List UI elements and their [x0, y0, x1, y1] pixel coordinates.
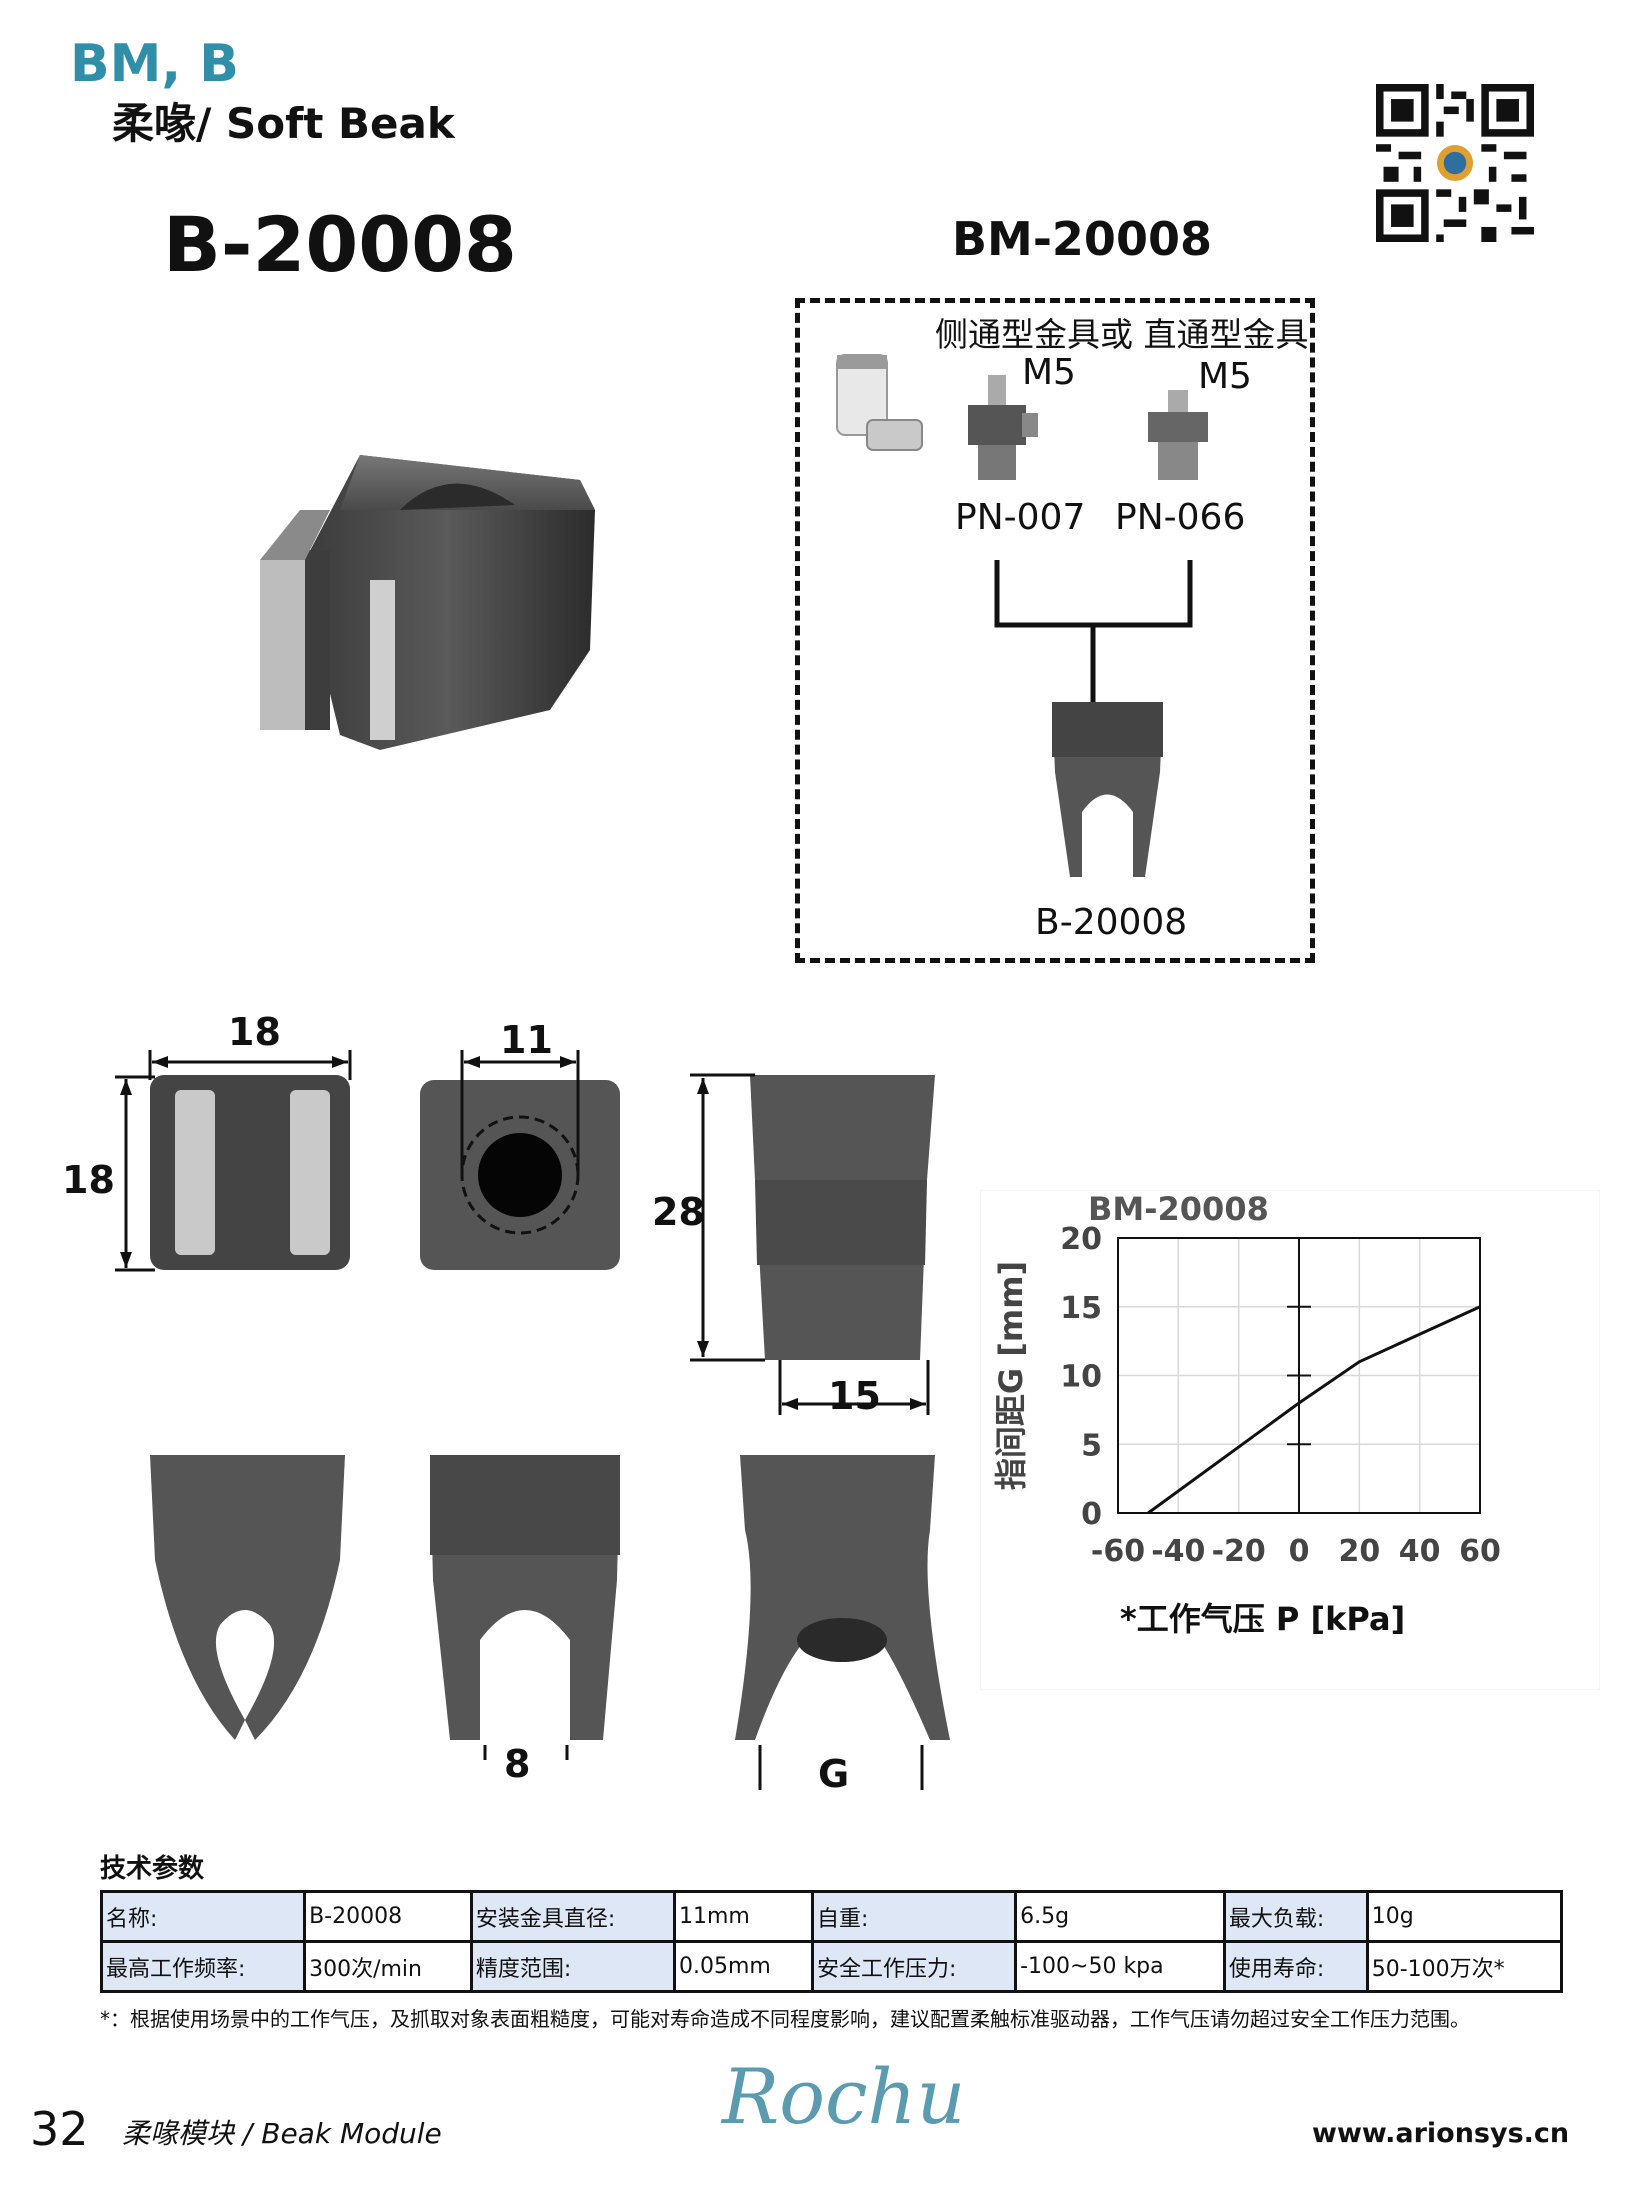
side-view-drawing — [690, 1073, 935, 1415]
x-tick-label: 20 — [1338, 1534, 1380, 1569]
table-row: 最高工作频率: 300次/min 精度范围: 0.05mm 安全工作压力: -1… — [99, 1940, 1564, 1993]
brand-logo: Rochu — [722, 2052, 966, 2141]
product-code: B-20008 — [163, 200, 517, 289]
dim-width-top: 18 — [228, 1010, 281, 1054]
side-fitting-icon — [968, 375, 1038, 480]
spec-table: 名称: B-20008 安装金具直径: 11mm 自重: 6.5g 最大负载: … — [99, 1890, 1564, 1993]
assembly-beak-icon — [1052, 702, 1163, 877]
connector-lines — [994, 560, 1193, 703]
assembly-box — [795, 298, 1315, 963]
beak-3d-render — [260, 455, 595, 750]
footer-section: 柔喙模块 / Beak Module — [122, 2117, 442, 2150]
y-tick-label: 20 — [1060, 1222, 1102, 1257]
top-view-drawing — [420, 1050, 620, 1270]
dim-gap-closed: G — [818, 1752, 850, 1796]
thread-right-label: M5 — [1198, 356, 1252, 397]
beak-label: B-20008 — [1035, 902, 1188, 943]
beak-pressurized-drawing — [735, 1455, 950, 1790]
y-tick-label: 10 — [1060, 1360, 1102, 1395]
assembly-title: BM-20008 — [952, 212, 1212, 266]
x-tick-label: 0 — [1289, 1534, 1310, 1569]
table-row: 名称: B-20008 安装金具直径: 11mm 自重: 6.5g 最大负载: … — [99, 1890, 1564, 1943]
dim-base: 15 — [828, 1374, 881, 1418]
dim-height-side: 18 — [62, 1158, 115, 1202]
series-line — [1147, 1305, 1481, 1515]
x-tick-label: 40 — [1399, 1534, 1441, 1569]
chart-background — [980, 1190, 1600, 1690]
series-subtitle: 柔喙/ Soft Beak — [112, 99, 455, 148]
straight-fitting-icon — [1148, 390, 1208, 480]
thread-left-label: M5 — [1022, 352, 1076, 393]
front-view-drawing — [115, 1050, 352, 1272]
y-tick-label: 5 — [1081, 1428, 1102, 1463]
qr-code-icon — [1376, 84, 1534, 242]
y-tick-label: 0 — [1081, 1497, 1102, 1532]
elbow-fitting-icon — [836, 354, 923, 451]
chart-title: BM-20008 — [1088, 1190, 1269, 1228]
series-title: BM, B — [70, 34, 239, 94]
fitting-caption: 侧通型金具或 直通型金具 — [935, 315, 1309, 354]
dim-gap-open: 8 — [504, 1742, 531, 1786]
beak-open-drawing — [430, 1455, 620, 1760]
part-right-label: PN-066 — [1115, 497, 1246, 538]
spec-title: 技术参数 — [100, 1854, 205, 1884]
x-axis-label: *工作气压 P [kPa] — [1120, 1600, 1405, 1638]
dim-hole: 11 — [500, 1018, 553, 1062]
dim-length: 28 — [652, 1190, 705, 1234]
x-tick-label: 60 — [1459, 1534, 1501, 1569]
x-tick-label: -20 — [1212, 1534, 1266, 1569]
beak-closed-drawing — [150, 1455, 345, 1740]
y-axis-label: 指间距G [mm] — [992, 1261, 1030, 1490]
x-tick-label: -40 — [1151, 1534, 1205, 1569]
x-tick-label: -60 — [1091, 1534, 1145, 1569]
part-left-label: PN-007 — [955, 497, 1086, 538]
website-link[interactable]: www.arionsys.cn — [1312, 2118, 1570, 2149]
spec-footnote: *：根据使用场景中的工作气压，及抓取对象表面粗糙度，可能对寿命造成不同程度影响，… — [100, 2007, 1470, 2031]
y-tick-label: 15 — [1060, 1291, 1102, 1326]
page-number: 32 — [30, 2102, 89, 2156]
